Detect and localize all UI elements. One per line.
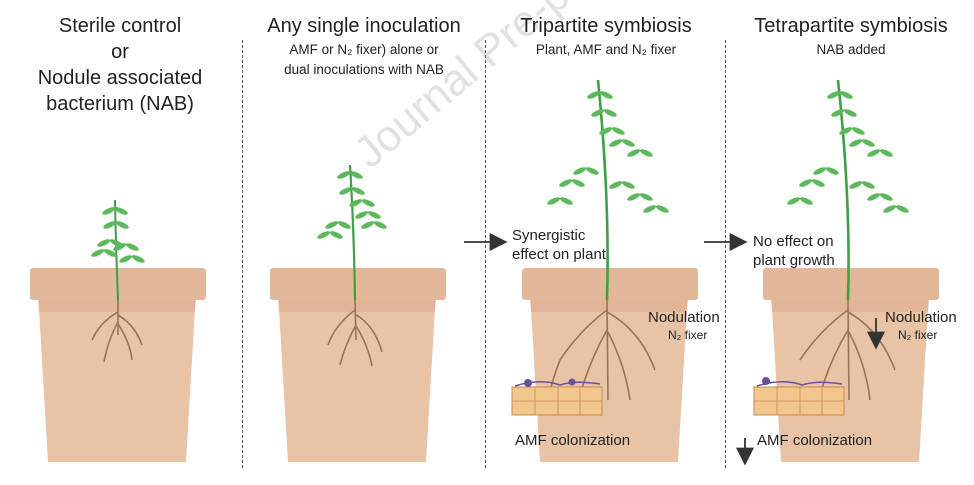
- plant-4: [786, 79, 910, 301]
- nodulation-sublabel: N₂ fixer: [668, 328, 708, 342]
- effect-label-line: No effect on: [753, 233, 834, 250]
- nodulation-label: Nodulation: [648, 309, 720, 326]
- pot-3: [522, 268, 698, 462]
- panel-title: Tripartite symbiosis: [520, 15, 692, 37]
- plant-2: [316, 164, 388, 301]
- nodulation-label: Nodulation: [885, 309, 957, 326]
- panel-title-line: Sterile control: [58, 15, 182, 37]
- pot-2: [270, 268, 446, 462]
- panel-title-line: Nodule associated: [37, 67, 203, 89]
- panel-divider: [485, 40, 486, 468]
- nodulation-sublabel: N₂ fixer: [898, 328, 938, 342]
- plant-3: [546, 79, 670, 301]
- panel-subtitle-line: dual inoculations with NAB: [284, 62, 444, 77]
- panel-subtitle: NAB added: [816, 42, 886, 57]
- panel-title: Tetrapartite symbiosis: [754, 15, 948, 37]
- roots-1: [91, 300, 143, 363]
- panel-title: Any single inoculation: [267, 15, 461, 37]
- panel-divider: [725, 40, 726, 468]
- panel-title-line: or: [111, 41, 129, 63]
- panel-divider: [242, 40, 243, 468]
- plant-1: [90, 199, 146, 301]
- effect-label-line: effect on plant: [512, 246, 606, 263]
- amf-tissue-3: [511, 378, 603, 416]
- effect-label-line: Synergistic: [512, 227, 586, 244]
- amf-colonization-label: AMF colonization: [515, 432, 631, 449]
- amf-tissue-4: [753, 377, 845, 416]
- roots-2: [327, 299, 383, 367]
- amf-colonization-label: AMF colonization: [757, 432, 873, 449]
- pot-4: [763, 268, 939, 462]
- panel-subtitle: Plant, AMF and N₂ fixer: [535, 42, 677, 57]
- panel-title-line: bacterium (NAB): [46, 93, 194, 115]
- effect-label-line: plant growth: [753, 252, 835, 269]
- panel-subtitle-line: AMF or N₂ fixer) alone or: [289, 42, 439, 57]
